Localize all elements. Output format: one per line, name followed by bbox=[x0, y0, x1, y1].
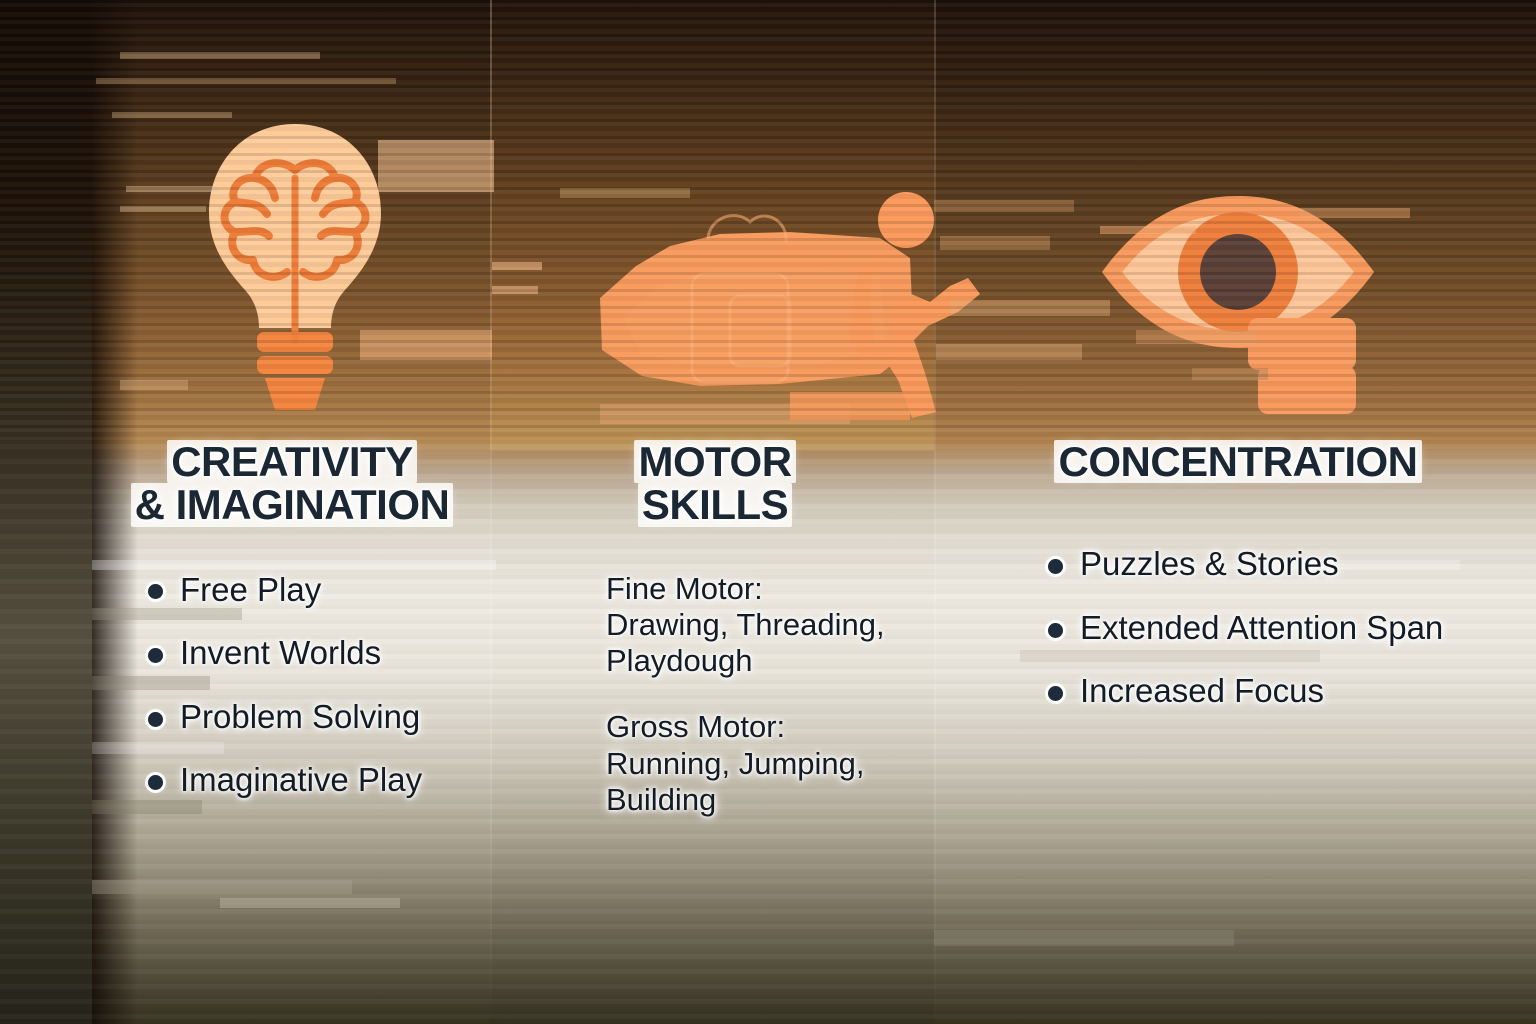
eye-glitch-block bbox=[1248, 318, 1356, 370]
column-concentration: CONCENTRATION Puzzles & Stories Extended… bbox=[940, 440, 1536, 736]
motor-group-gross: Gross Motor: Running, Jumping, Building bbox=[606, 709, 934, 818]
bullet-dot-icon bbox=[1048, 622, 1063, 638]
heading-line-1: MOTOR bbox=[634, 440, 796, 483]
list-item: Invent Worlds bbox=[140, 634, 492, 672]
eye-icon bbox=[1098, 192, 1378, 352]
column-motor-skills: MOTOR SKILLS Fine Motor: Drawing, Thread… bbox=[496, 440, 934, 848]
panel-region-concentration-bg bbox=[934, 0, 1536, 1024]
list-item: Increased Focus bbox=[1040, 672, 1536, 710]
list-item-label: Puzzles & Stories bbox=[1080, 545, 1339, 583]
heading-line-1: CONCENTRATION bbox=[1054, 440, 1422, 483]
list-item: Imaginative Play bbox=[140, 761, 492, 799]
list-item-label: Imaginative Play bbox=[180, 761, 423, 799]
lightbulb-brain-icon bbox=[195, 118, 395, 418]
heading-line-2: SKILLS bbox=[637, 483, 793, 527]
list-motor-skills: Fine Motor: Drawing, Threading, Playdoug… bbox=[496, 571, 934, 819]
column-creativity: CREATIVITY & IMAGINATION Free Play Inven… bbox=[92, 440, 492, 825]
heading-line-2: & IMAGINATION bbox=[130, 483, 454, 527]
column-divider-2 bbox=[934, 0, 936, 1024]
running-figure-icon bbox=[840, 190, 990, 420]
heading-concentration: CONCENTRATION bbox=[940, 440, 1536, 483]
bullet-dot-icon bbox=[148, 775, 163, 791]
list-creativity: Free Play Invent Worlds Problem Solving … bbox=[92, 571, 492, 799]
motor-glitch-smear bbox=[580, 178, 960, 438]
motor-group-value: Drawing, Threading, Playdough bbox=[606, 606, 885, 679]
motor-group-fine: Fine Motor: Drawing, Threading, Playdoug… bbox=[606, 571, 934, 680]
list-item-label: Invent Worlds bbox=[180, 634, 382, 672]
bullet-dot-icon bbox=[148, 584, 163, 600]
list-item-label: Problem Solving bbox=[180, 697, 421, 735]
heading-motor-skills: MOTOR SKILLS bbox=[496, 440, 934, 527]
list-item: Extended Attention Span bbox=[1040, 609, 1536, 647]
list-item: Free Play bbox=[140, 571, 492, 609]
heading-line-1: CREATIVITY bbox=[167, 440, 417, 483]
list-concentration: Puzzles & Stories Extended Attention Spa… bbox=[940, 545, 1536, 710]
motor-group-label: Gross Motor: bbox=[606, 709, 786, 745]
motor-group-label: Fine Motor: bbox=[606, 570, 763, 606]
bullet-dot-icon bbox=[148, 711, 163, 727]
bullet-dot-icon bbox=[1048, 686, 1063, 702]
bullet-dot-icon bbox=[148, 647, 163, 663]
list-item: Puzzles & Stories bbox=[1040, 545, 1536, 583]
list-item-label: Extended Attention Span bbox=[1080, 608, 1444, 646]
heading-creativity: CREATIVITY & IMAGINATION bbox=[92, 440, 492, 527]
left-edge-shadow bbox=[0, 0, 138, 1024]
bullet-dot-icon bbox=[1048, 559, 1063, 575]
motor-group-value: Running, Jumping, Building bbox=[606, 745, 865, 817]
list-item-label: Free Play bbox=[180, 570, 322, 608]
column-divider-1 bbox=[490, 0, 492, 1024]
eye-glitch-block bbox=[1258, 366, 1356, 414]
list-item-label: Increased Focus bbox=[1080, 672, 1324, 710]
list-item: Problem Solving bbox=[140, 698, 492, 736]
